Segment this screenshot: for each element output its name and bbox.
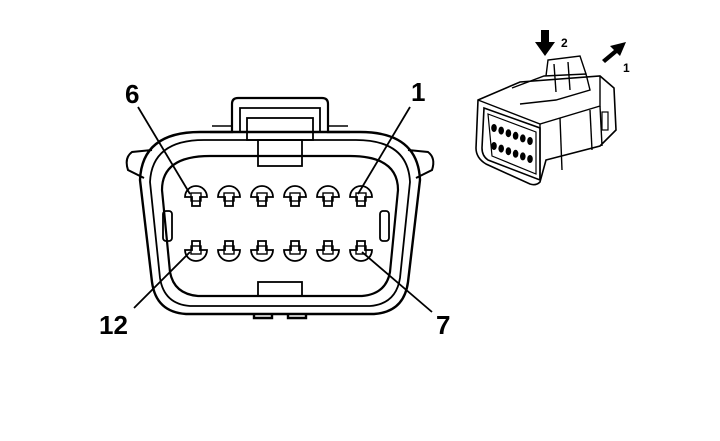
housing-face [160,154,400,298]
iso-cavities [491,124,533,163]
latch-lever [257,139,303,167]
iso-cavity-hole [520,134,526,143]
bottom-key [257,281,303,297]
leader-line-7 [361,251,433,313]
pin-cavity [217,240,241,262]
iso-body [475,75,617,186]
right-ear [407,149,435,179]
iso-cavity-hole [512,149,519,158]
arrow-diagonal-label: 1 [623,61,630,75]
iso-cavity-hole [512,131,519,140]
connector-iso-view: 2 1 [475,30,630,186]
latch-tab [210,96,350,134]
left-ear [125,149,153,179]
arrow-down-label: 2 [561,36,568,50]
pin-cavity [217,185,241,207]
pin-cavity [316,240,340,262]
iso-cavity-hole [520,152,526,161]
pin-cavity [349,240,373,262]
leader-line-6 [137,106,191,195]
pin-label-1: 1 [411,77,425,107]
connector-front-view: 6 1 12 7 [99,77,450,340]
pin-label-12: 12 [99,310,128,340]
cavity-row-bottom [184,240,373,262]
iso-cavity-hole [498,144,505,153]
arrow-diagonal-icon [602,42,626,63]
iso-cavity-hole [505,147,512,156]
pin-cavity [283,185,307,207]
iso-front-face [481,106,541,182]
iso-cavity-hole [491,124,497,132]
iso-cavity-hole [505,129,512,138]
pin-cavity [184,240,208,262]
iso-cavity-hole [527,155,533,163]
iso-cavity-hole [527,137,533,145]
pin-cavity [349,185,373,207]
pin-label-6: 6 [125,79,139,109]
leader-line-12 [133,251,191,309]
pin-cavity [184,185,208,207]
iso-cavity-hole [491,142,497,150]
pin-cavity [283,240,307,262]
arrow-down-icon [535,30,555,56]
latch-window [246,117,314,141]
cavity-row-top [184,185,373,207]
pin-cavity [250,240,274,262]
left-key-slot [162,210,173,242]
iso-cavity-hole [498,126,505,135]
pin-label-7: 7 [436,310,450,340]
pin-cavity [316,185,340,207]
pin-cavity [250,185,274,207]
leader-line-1 [357,106,411,195]
right-key-slot [379,210,390,242]
iso-side-slot [601,111,609,131]
